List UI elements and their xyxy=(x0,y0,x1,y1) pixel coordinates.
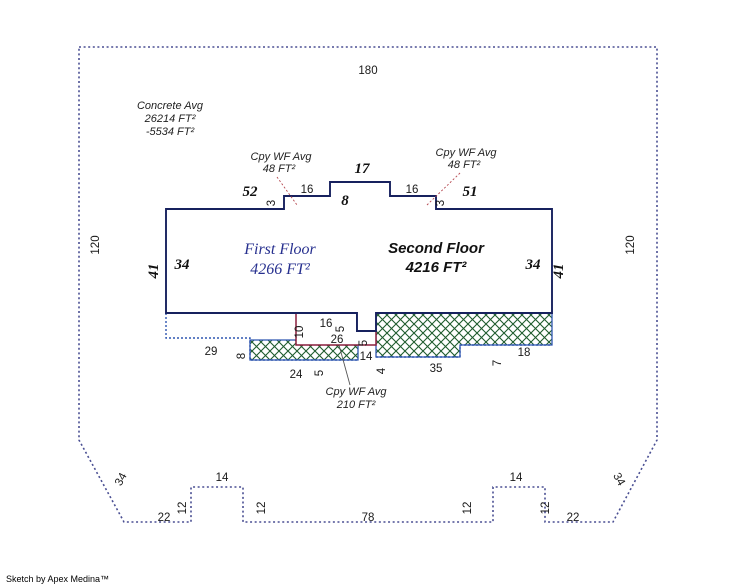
bldg-dim-left-wall: 34 xyxy=(174,257,191,273)
lot-boundary xyxy=(78,46,658,523)
porch-dim-left-lower-run: 24 xyxy=(290,369,303,381)
note-cpy-left: Cpy WF Avg 48 FT² xyxy=(251,151,313,206)
porch-dim-right-lower-run: 18 xyxy=(518,347,531,359)
note-cpy-left-title: Cpy WF Avg xyxy=(251,151,313,163)
lot-dim-br-run: 22 xyxy=(567,512,580,524)
lot-dim-diag-right: 34 xyxy=(610,471,627,489)
bldg-dim-right-bay-width: 16 xyxy=(406,184,419,196)
porch-outline-right xyxy=(376,344,552,358)
bldg-dim-top-right: 51 xyxy=(463,184,478,200)
porch-dim-left-lower-depth: 5 xyxy=(314,370,326,376)
note-cpy-bottom-area: 210 FT² xyxy=(336,399,376,411)
bldg-dim-left-bay-depth: 3 xyxy=(266,200,278,206)
note-cpy-bottom-title: Cpy WF Avg xyxy=(326,386,388,398)
building-outline xyxy=(165,181,553,332)
note-concrete: Concrete Avg 26214 FT² -5534 FT² xyxy=(137,100,204,138)
note-cpy-right-area: 48 FT² xyxy=(448,159,481,171)
bldg-dim-center-height: 8 xyxy=(341,193,349,209)
note-concrete-deduction: -5534 FT² xyxy=(146,126,195,138)
porch-dim-left-depth: 8 xyxy=(236,353,248,359)
porch-dim-left-run: 29 xyxy=(205,346,218,358)
bldg-dim-top-left: 52 xyxy=(243,184,259,200)
lot-dim-bl-fall: 12 xyxy=(256,502,268,515)
lot-dim-right: 120 xyxy=(625,235,637,254)
second-floor-area: 4216 FT² xyxy=(405,259,468,276)
bldg-dim-right-outer: 41 xyxy=(551,264,567,280)
lot-dim-bl-run: 22 xyxy=(158,512,171,524)
porch-dim-center-right-depth-b: 5 xyxy=(358,340,370,346)
porch-dim-center-lower-run: 14 xyxy=(360,351,373,363)
porch-dim-right-depth: 4 xyxy=(376,367,388,374)
lot-dim-bl-rise: 12 xyxy=(177,502,189,515)
first-floor-area: 4266 FT² xyxy=(250,261,311,278)
note-cpy-left-leader xyxy=(276,176,298,206)
note-cpy-right-title: Cpy WF Avg xyxy=(436,147,498,159)
note-cpy-bottom-leader xyxy=(338,344,351,386)
lot-dimension-labels: 180 120 120 34 34 22 12 14 12 78 12 14 1… xyxy=(90,65,637,524)
note-cpy-left-area: 48 FT² xyxy=(263,163,296,175)
bldg-dim-center-width: 17 xyxy=(355,161,371,177)
lot-dim-br-fall: 12 xyxy=(540,502,552,515)
note-cpy-right: Cpy WF Avg 48 FT² xyxy=(426,147,498,206)
lot-dim-bl-notch-top: 14 xyxy=(216,472,229,484)
lot-dim-bottom-center: 78 xyxy=(362,512,375,524)
footer-credit: Sketch by Apex Medina™ xyxy=(6,574,110,584)
porch-dim-right-run: 35 xyxy=(430,363,443,375)
porch-dim-center-right-depth-a: 5 xyxy=(335,326,347,332)
first-floor-name: First Floor xyxy=(243,241,316,258)
lot-dim-top: 180 xyxy=(358,65,377,77)
porch-dimension-labels: 29 8 24 5 10 16 5 26 5 14 4 35 7 18 xyxy=(205,318,531,381)
porch-dim-center-left-depth: 10 xyxy=(294,326,306,339)
porch-dim-center-top-run: 16 xyxy=(320,318,333,330)
note-concrete-title: Concrete Avg xyxy=(137,100,204,112)
lot-dim-br-notch-top: 14 xyxy=(510,472,523,484)
note-cpy-bottom: Cpy WF Avg 210 FT² xyxy=(326,344,388,411)
building-dimension-labels: 52 51 16 3 16 3 17 8 34 34 41 41 xyxy=(146,161,567,280)
note-concrete-area: 26214 FT² xyxy=(144,113,196,125)
bldg-dim-left-bay-width: 16 xyxy=(301,184,314,196)
porch-outline-left xyxy=(165,313,358,361)
lot-dim-left: 120 xyxy=(90,235,102,254)
area-labels: First Floor 4266 FT² Second Floor 4216 F… xyxy=(243,240,485,278)
porch-dim-right-step: 7 xyxy=(492,360,504,366)
bldg-dim-right-bay-depth: 3 xyxy=(435,200,447,206)
second-floor-name: Second Floor xyxy=(388,240,485,257)
bldg-dim-right-wall: 34 xyxy=(525,257,542,273)
porch-dim-center-bottom-run: 26 xyxy=(331,334,344,346)
lot-dim-diag-left: 34 xyxy=(113,471,130,489)
footer: Sketch by Apex Medina™ xyxy=(6,569,109,587)
lot-dim-br-rise: 12 xyxy=(462,502,474,515)
bldg-dim-left-outer: 41 xyxy=(146,264,162,280)
